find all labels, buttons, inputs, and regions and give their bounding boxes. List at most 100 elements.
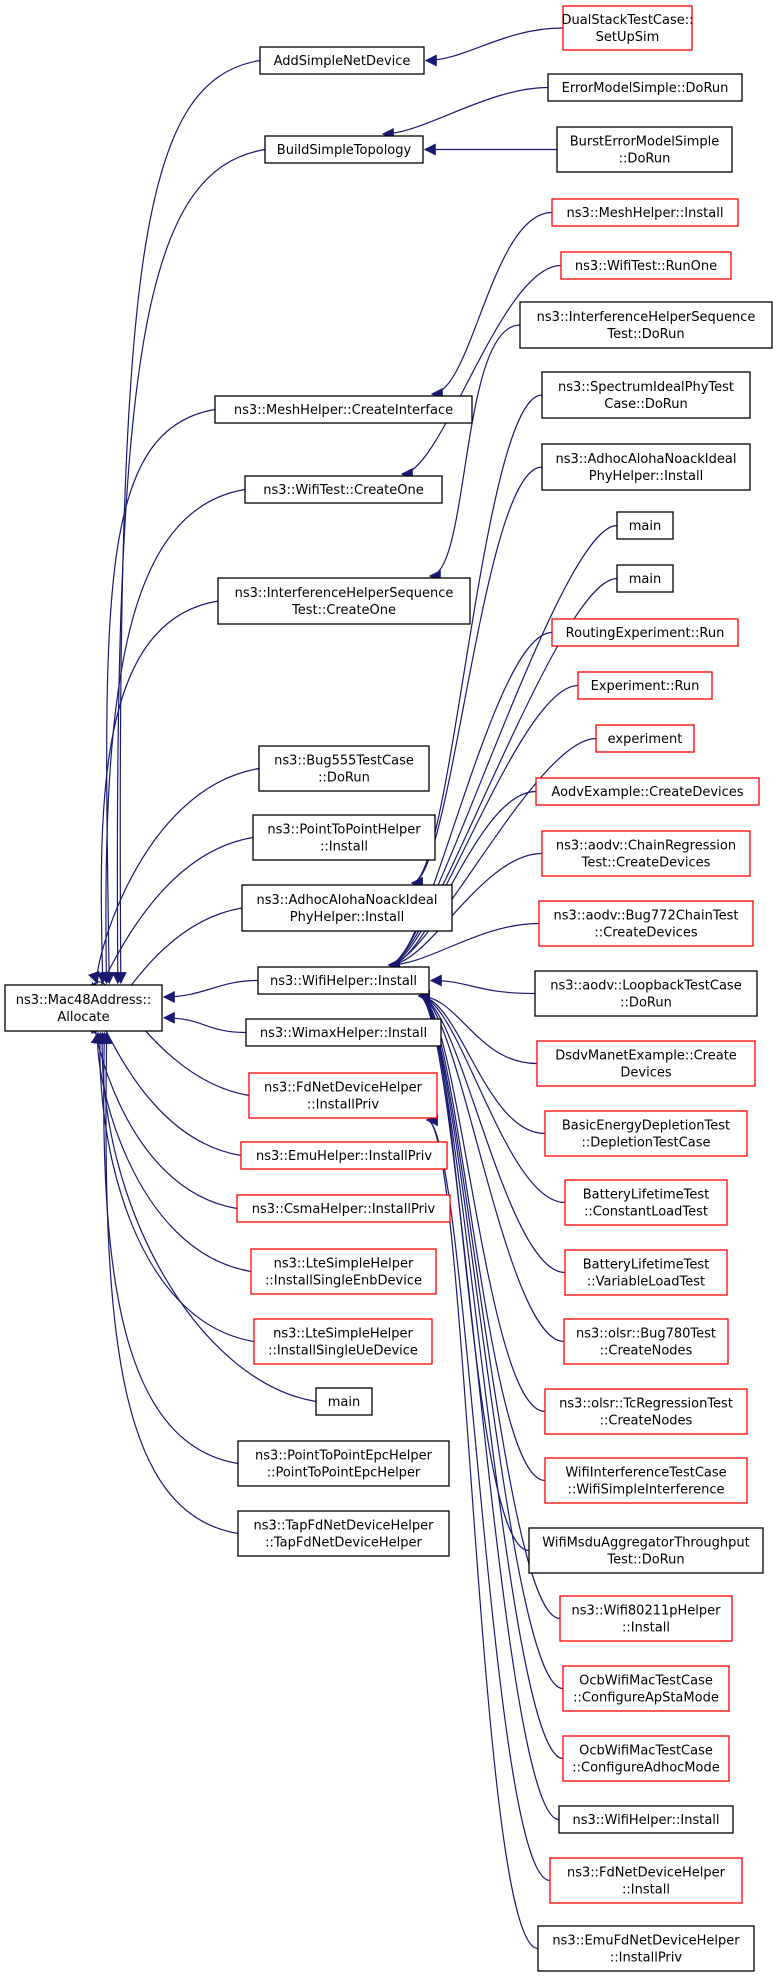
node-label: Test::DoRun: [606, 1553, 684, 1568]
node-label: Test::DoRun: [606, 327, 684, 342]
node-box: [541, 443, 751, 491]
edge-addSimple-to-root: [114, 59, 261, 985]
node-experiment[interactable]: experiment: [595, 724, 695, 753]
node-main1[interactable]: main: [616, 511, 674, 540]
node-aodvChain[interactable]: ns3::aodv::ChainRegressionTest::CreateDe…: [541, 830, 751, 877]
node-box: [237, 1440, 450, 1487]
node-csmaInstallPriv[interactable]: ns3::CsmaHelper::InstallPriv: [236, 1194, 451, 1223]
node-label: ::ConfigureApStaMode: [573, 1691, 719, 1706]
edge-olsrBug780-to-wifiInstallL: [417, 990, 565, 1343]
edge-wifiCreateOne-to-root: [100, 488, 246, 985]
node-buildSimple[interactable]: BuildSimpleTopology: [264, 135, 424, 164]
node-wifiInterf[interactable]: WifiInterferenceTestCase::WifiSimpleInte…: [544, 1457, 748, 1504]
node-tapFd[interactable]: ns3::TapFdNetDeviceHelper::TapFdNetDevic…: [237, 1510, 450, 1557]
node-box: [616, 564, 674, 593]
edge-csmaInstallPriv-to-root: [87, 1021, 238, 1210]
node-interfDoRun[interactable]: ns3::InterferenceHelperSequenceTest::DoR…: [519, 301, 773, 349]
node-label: main: [328, 1395, 360, 1410]
node-lteEnb[interactable]: ns3::LteSimpleHelper::InstallSingleEnbDe…: [250, 1248, 437, 1295]
node-label: BuildSimpleTopology: [277, 143, 412, 158]
edge-expRun-to-wifiInstallL: [387, 684, 579, 971]
node-label: AodvExample::CreateDevices: [551, 785, 743, 800]
node-box: [535, 777, 760, 806]
node-label: OcbWifiMacTestCase: [579, 1674, 713, 1689]
node-lteUe[interactable]: ns3::LteSimpleHelper::InstallSingleUeDev…: [253, 1318, 433, 1365]
node-box: [595, 724, 695, 753]
node-ocbApSta[interactable]: OcbWifiMacTestCase::ConfigureApStaMode: [562, 1665, 730, 1712]
node-box: [257, 966, 430, 995]
node-box: [315, 1387, 373, 1416]
node-routingRun[interactable]: RoutingExperiment::Run: [551, 618, 739, 647]
node-p2pInstall[interactable]: ns3::PointToPointHelper::Install: [252, 814, 436, 861]
node-olsrTc[interactable]: ns3::olsr::TcRegressionTest::CreateNodes: [544, 1388, 748, 1435]
node-box: [241, 884, 453, 932]
node-box: [248, 1072, 438, 1119]
node-box: [551, 618, 739, 647]
node-fdInstallPriv[interactable]: ns3::FdNetDeviceHelper::InstallPriv: [248, 1072, 438, 1119]
node-label: ::InstallPriv: [610, 1951, 682, 1966]
node-wifi80211p[interactable]: ns3::Wifi80211pHelper::Install: [559, 1595, 733, 1642]
node-box: [562, 5, 693, 51]
node-main3[interactable]: main: [315, 1387, 373, 1416]
node-label: ::InstallPriv: [307, 1098, 379, 1113]
node-box: [547, 73, 743, 102]
node-box: [562, 1665, 730, 1712]
node-box: [562, 1735, 730, 1782]
node-wifiCreateOne[interactable]: ns3::WifiTest::CreateOne: [244, 475, 443, 504]
node-box: [577, 671, 713, 700]
node-ocbAdhoc[interactable]: OcbWifiMacTestCase::ConfigureAdhocMode: [562, 1735, 730, 1782]
node-aodvLoop[interactable]: ns3::aodv::LoopbackTestCase::DoRun: [534, 970, 758, 1017]
node-box: [244, 475, 443, 504]
node-box: [245, 1018, 442, 1047]
node-meshCreate[interactable]: ns3::MeshHelper::CreateInterface: [214, 395, 473, 424]
node-fdInstall[interactable]: ns3::FdNetDeviceHelper::Install: [549, 1857, 743, 1904]
node-dsdvCreate[interactable]: DsdvManetExample::CreateDevices: [536, 1040, 756, 1087]
node-aodvCreate[interactable]: AodvExample::CreateDevices: [535, 777, 760, 806]
node-label: ns3::LteSimpleHelper: [273, 1327, 413, 1342]
node-wifiRunOne[interactable]: ns3::WifiTest::RunOne: [560, 251, 732, 280]
node-interfCreateOne[interactable]: ns3::InterferenceHelperSequenceTest::Cre…: [217, 577, 471, 625]
node-wifiInstallR[interactable]: ns3::WifiHelper::Install: [558, 1805, 734, 1834]
node-label: ::ConfigureAdhocMode: [572, 1761, 719, 1776]
node-basicEnergy[interactable]: BasicEnergyDepletionTest::DepletionTestC…: [544, 1110, 748, 1157]
node-box: [549, 1857, 743, 1904]
node-expRun[interactable]: Experiment::Run: [577, 671, 713, 700]
root-node[interactable]: ns3::Mac48Address::Allocate: [4, 984, 163, 1032]
node-errModel[interactable]: ErrorModelSimple::DoRun: [547, 73, 743, 102]
node-label: ::VariableLoadTest: [587, 1275, 705, 1290]
node-label: ::Install: [320, 840, 368, 855]
node-label: ns3::LteSimpleHelper: [274, 1257, 414, 1272]
node-olsrBug780[interactable]: ns3::olsr::Bug780Test::CreateNodes: [563, 1318, 729, 1365]
edge-fdInstall-to-fdInstallPriv: [425, 1114, 551, 1882]
node-emuInstallPriv[interactable]: ns3::EmuHelper::InstallPriv: [240, 1141, 448, 1170]
node-label: ns3::TapFdNetDeviceHelper: [253, 1519, 434, 1534]
node-batteryConst[interactable]: BatteryLifetimeTest::ConstantLoadTest: [564, 1179, 728, 1226]
node-adhocInstallL[interactable]: ns3::AdhocAlohaNoackIdealPhyHelper::Inst…: [241, 884, 453, 932]
node-bug555[interactable]: ns3::Bug555TestCase::DoRun: [258, 745, 430, 792]
node-box: [214, 395, 473, 424]
node-batteryVar[interactable]: BatteryLifetimeTest::VariableLoadTest: [564, 1249, 728, 1296]
node-box: [264, 135, 424, 164]
node-box: [559, 1595, 733, 1642]
node-label: BasicEnergyDepletionTest: [562, 1119, 730, 1134]
node-main2[interactable]: main: [616, 564, 674, 593]
node-p2pEpc[interactable]: ns3::PointToPointEpcHelper::PointToPoint…: [237, 1440, 450, 1487]
node-aodvBug772[interactable]: ns3::aodv::Bug772ChainTest::CreateDevice…: [538, 900, 754, 947]
node-wimaxInstall[interactable]: ns3::WimaxHelper::Install: [245, 1018, 442, 1047]
node-dualStack[interactable]: DualStackTestCase::SetUpSim: [562, 5, 694, 51]
node-label: ns3::Wifi80211pHelper: [572, 1604, 722, 1619]
node-burstErr[interactable]: BurstErrorModelSimple::DoRun: [556, 126, 733, 173]
node-label: DsdvManetExample::Create: [555, 1049, 737, 1064]
edge-routingRun-to-wifiInstallL: [387, 631, 553, 971]
node-wifiInstallL[interactable]: ns3::WifiHelper::Install: [257, 966, 430, 995]
node-addSimple[interactable]: AddSimpleNetDevice: [259, 46, 425, 75]
node-meshInstall[interactable]: ns3::MeshHelper::Install: [551, 198, 739, 227]
node-label: ns3::aodv::LoopbackTestCase: [550, 979, 741, 994]
node-adhocInstallR[interactable]: ns3::AdhocAlohaNoackIdealPhyHelper::Inst…: [541, 443, 751, 491]
edge-batteryVar-to-wifiInstallL: [417, 990, 566, 1274]
edge-ocbApSta-to-wifiInstallL: [417, 990, 564, 1690]
node-emuFdInstallPriv[interactable]: ns3::EmuFdNetDeviceHelper::InstallPriv: [537, 1925, 755, 1972]
edge-olsrTc-to-wifiInstallL: [417, 990, 546, 1413]
